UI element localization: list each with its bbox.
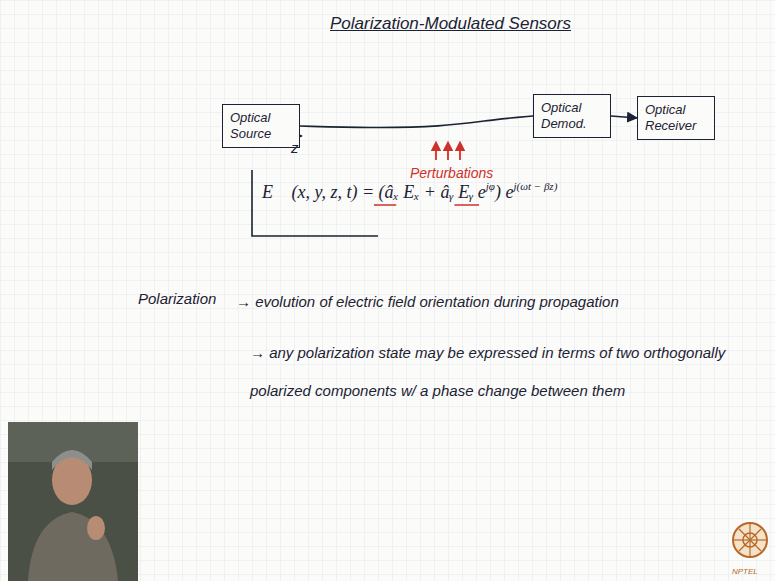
nptel-logo <box>733 523 767 557</box>
video-inset <box>8 422 138 581</box>
perturbation-arrows <box>436 146 460 160</box>
process-box: Optical Receiver <box>637 96 715 140</box>
equation-line: E⃗ (x, y, z, t) = (âₓ Eₓ + âᵧ Eᵧ ejφ) ej… <box>262 176 557 202</box>
equation: E⃗ (x, y, z, t) = (âₓ Eₓ + âᵧ Eᵧ e <box>262 182 486 202</box>
note-text: → evolution of electric field orientatio… <box>236 289 756 315</box>
equation: jφ <box>486 180 495 192</box>
ex-ey-underlines <box>374 204 479 206</box>
box-label: Optical Demod. <box>541 100 603 132</box>
process-box: Optical Source <box>222 104 300 148</box>
perturbation-label: Perturbations <box>410 163 493 183</box>
note-text: → any polarization state may be expresse… <box>250 334 750 410</box>
optical-fiber <box>300 116 533 128</box>
box-label: Optical Receiver <box>645 102 707 134</box>
arrow-connector <box>611 116 637 118</box>
box-label: Optical Source <box>230 110 292 142</box>
process-box: Optical Demod. <box>533 94 611 138</box>
equation: j(ωt − βz) <box>513 180 557 192</box>
equation-bracket <box>252 170 378 236</box>
note-heading: Polarization <box>138 289 216 309</box>
axis-label: z <box>291 138 299 158</box>
logo-text: NPTEL <box>732 562 758 581</box>
equation: ) e <box>495 182 513 202</box>
title: Polarization-Modulated Sensors <box>330 14 571 34</box>
